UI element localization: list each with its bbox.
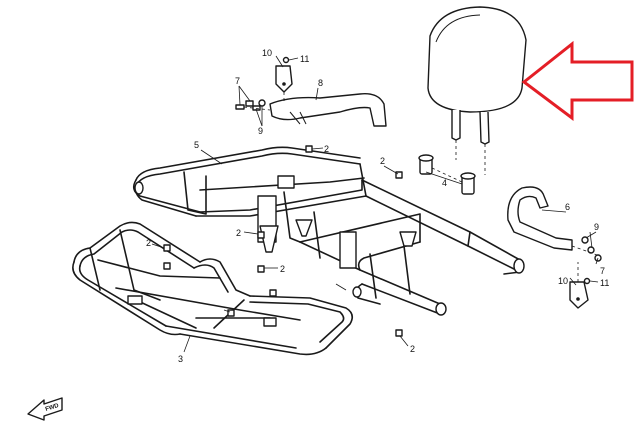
highlight-arrow: [521, 40, 634, 121]
callout-10-bottom: 10: [558, 276, 568, 286]
direction-label: FWD: [45, 403, 60, 413]
callout-labels: 10 11 8 7 9 5 2 2 4 6 9 7 10 11 2 2 2 2 …: [146, 48, 609, 364]
bolts-2[interactable]: [163, 145, 403, 337]
callout-2-bottom: 2: [410, 344, 415, 354]
grab-handle[interactable]: [269, 93, 387, 127]
callout-2-mid: 2: [236, 228, 241, 238]
side-handle[interactable]: [507, 186, 573, 251]
hardware-right[interactable]: [571, 236, 602, 262]
callout-2-front-rack: 2: [146, 238, 151, 248]
forward-arrow-icon: FWD: [27, 397, 63, 421]
main-rack-frame[interactable]: [132, 146, 525, 316]
callout-6: 6: [565, 202, 570, 212]
backrest-cushion[interactable]: [427, 6, 527, 175]
callout-2-lower: 2: [280, 264, 285, 274]
callout-11-top: 11: [300, 54, 309, 64]
callout-2-center: 2: [380, 156, 385, 166]
hardware-top-left[interactable]: [235, 99, 271, 111]
callout-2-top-center: 2: [324, 144, 329, 154]
bolt-11-top[interactable]: [282, 56, 290, 64]
bolt-11-bottom[interactable]: [583, 277, 591, 285]
front-rack[interactable]: [72, 221, 354, 356]
bracket-top[interactable]: [275, 65, 293, 93]
callout-10-top: 10: [262, 48, 272, 58]
callout-5: 5: [194, 140, 199, 150]
callout-11-bottom: 11: [600, 278, 609, 288]
callout-7-right: 7: [600, 266, 605, 276]
rubber-mounts[interactable]: [418, 154, 476, 195]
callout-4: 4: [442, 178, 447, 188]
callout-8: 8: [318, 78, 323, 88]
bracket-bottom[interactable]: [569, 281, 589, 309]
callout-3: 3: [178, 354, 183, 364]
callout-9-right: 9: [594, 222, 599, 232]
callout-9-left: 9: [258, 126, 263, 136]
leader-lines: [151, 55, 599, 353]
callout-7-left: 7: [235, 76, 240, 86]
